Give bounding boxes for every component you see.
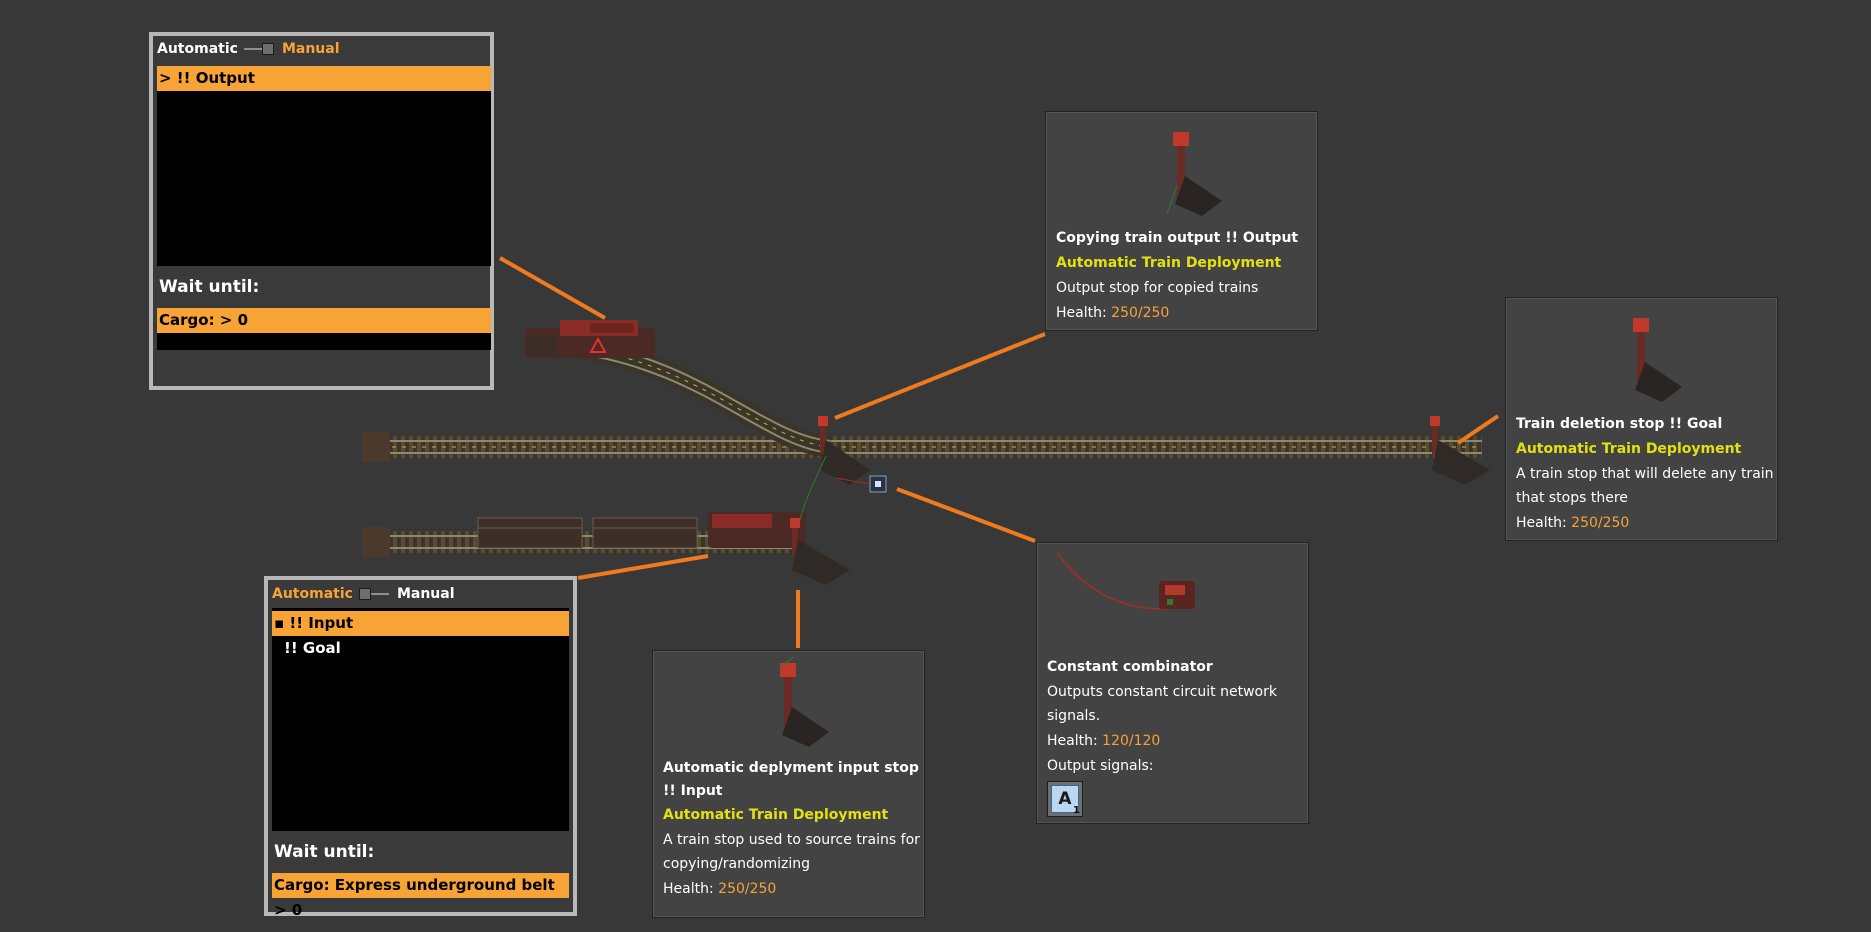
tooltip-input-stop: Automatic deplyment input stop !! Input …: [652, 650, 925, 918]
tooltip-description-line-1: Outputs constant circuit network: [1047, 684, 1277, 700]
health-label: Health:: [663, 881, 714, 897]
tooltip-mod-name: Automatic Train Deployment: [1056, 255, 1282, 271]
train-schedule-panel-top: Automatic Manual > !! Output Wait until:…: [149, 32, 494, 390]
tooltip-health: Health: 250/250: [1516, 511, 1777, 536]
warning-icon: [589, 336, 607, 353]
schedule-stop-list: > !! Output: [157, 66, 491, 266]
circuit-wire-green: [799, 455, 827, 521]
wait-condition[interactable]: Cargo: > 0: [157, 308, 491, 333]
train-stop-input[interactable]: [790, 518, 850, 585]
health-label: Health:: [1056, 305, 1107, 321]
train-stop-icon: [779, 657, 829, 747]
output-signals-label: Output signals:: [1047, 758, 1154, 774]
signal-count: 1: [1073, 805, 1080, 816]
mode-automatic-label[interactable]: Automatic: [272, 586, 353, 602]
wait-condition[interactable]: Cargo: Express underground belt > 0: [272, 873, 569, 919]
rail-main: [362, 432, 1482, 462]
tooltip-health: Health: 250/250: [1056, 301, 1317, 326]
locomotive-top[interactable]: [525, 320, 655, 358]
signal-a-icon: A: [1051, 785, 1079, 813]
mode-automatic-label[interactable]: Automatic: [157, 41, 238, 57]
wait-until-label: Wait until:: [159, 277, 260, 297]
mode-manual-label[interactable]: Manual: [396, 586, 455, 602]
circuit-wire-red: [835, 477, 871, 485]
constant-combinator-icon: [1056, 552, 1195, 610]
mode-manual-label[interactable]: Manual: [281, 41, 340, 57]
wait-until-row: Wait until:: [272, 831, 573, 873]
tooltip-title: Constant combinator: [1047, 659, 1213, 675]
schedule-mode-bar: Automatic Manual: [153, 36, 490, 62]
tooltip-mod-name: Automatic Train Deployment: [1516, 441, 1742, 457]
train-stop-goal[interactable]: [1430, 416, 1490, 485]
schedule-mode-bar: Automatic Manual: [268, 580, 573, 608]
mode-toggle[interactable]: [358, 588, 389, 600]
tooltip-title-line-2: !! Input: [663, 783, 723, 799]
tooltip-train-deletion-stop: Train deletion stop !! Goal Automatic Tr…: [1505, 297, 1778, 541]
mode-toggle[interactable]: [243, 43, 274, 55]
train-schedule-panel-bottom: Automatic Manual ▪ !! Input !! Goal Wait…: [264, 576, 577, 919]
wait-until-row: Wait until:: [157, 266, 490, 308]
constant-combinator[interactable]: [869, 475, 887, 493]
train-stop-icon: [1166, 132, 1222, 216]
tooltip-description-line-1: A train stop used to source trains for: [663, 832, 920, 848]
tooltip-health: Health: 120/120: [1047, 729, 1308, 754]
health-label: Health:: [1047, 733, 1098, 749]
tooltip-description-line-1: A train stop that will delete any train: [1516, 466, 1774, 482]
schedule-stop-input[interactable]: ▪ !! Input: [272, 611, 569, 636]
health-value: 250/250: [1571, 515, 1630, 531]
leader-lines: [499, 256, 1500, 648]
cargo-train-lower[interactable]: [477, 512, 806, 549]
tooltip-title-line-1: Automatic deplyment input stop: [663, 760, 919, 776]
tooltip-copy-output-stop: Copying train output !! Output Automatic…: [1045, 111, 1318, 331]
train-stop-output[interactable]: [818, 416, 870, 485]
tooltip-title: Train deletion stop !! Goal: [1516, 416, 1723, 432]
tooltip-description-line-2: signals.: [1047, 708, 1101, 724]
tooltip-health: Health: 250/250: [663, 877, 924, 902]
tooltip-description-line-2: copying/randomizing: [663, 856, 810, 872]
tooltip-title: Copying train output !! Output: [1056, 230, 1299, 246]
health-value: 250/250: [1111, 305, 1170, 321]
health-label: Health:: [1516, 515, 1567, 531]
output-signal-slot: A 1: [1047, 781, 1083, 817]
tooltip-mod-name: Automatic Train Deployment: [663, 807, 889, 823]
tooltip-description: Output stop for copied trains: [1056, 280, 1259, 296]
train-stop-icon: [1632, 318, 1682, 402]
health-value: 250/250: [718, 881, 777, 897]
condition-list-filler: [157, 333, 491, 350]
tooltip-constant-combinator: Constant combinator Outputs constant cir…: [1036, 542, 1309, 824]
wait-until-label: Wait until:: [274, 842, 375, 862]
tooltip-description-line-2: that stops there: [1516, 490, 1628, 506]
schedule-stop-goal[interactable]: !! Goal: [284, 639, 341, 657]
health-value: 120/120: [1102, 733, 1161, 749]
schedule-stop-output[interactable]: > !! Output: [157, 66, 491, 91]
schedule-stop-list: ▪ !! Input !! Goal: [272, 608, 569, 831]
